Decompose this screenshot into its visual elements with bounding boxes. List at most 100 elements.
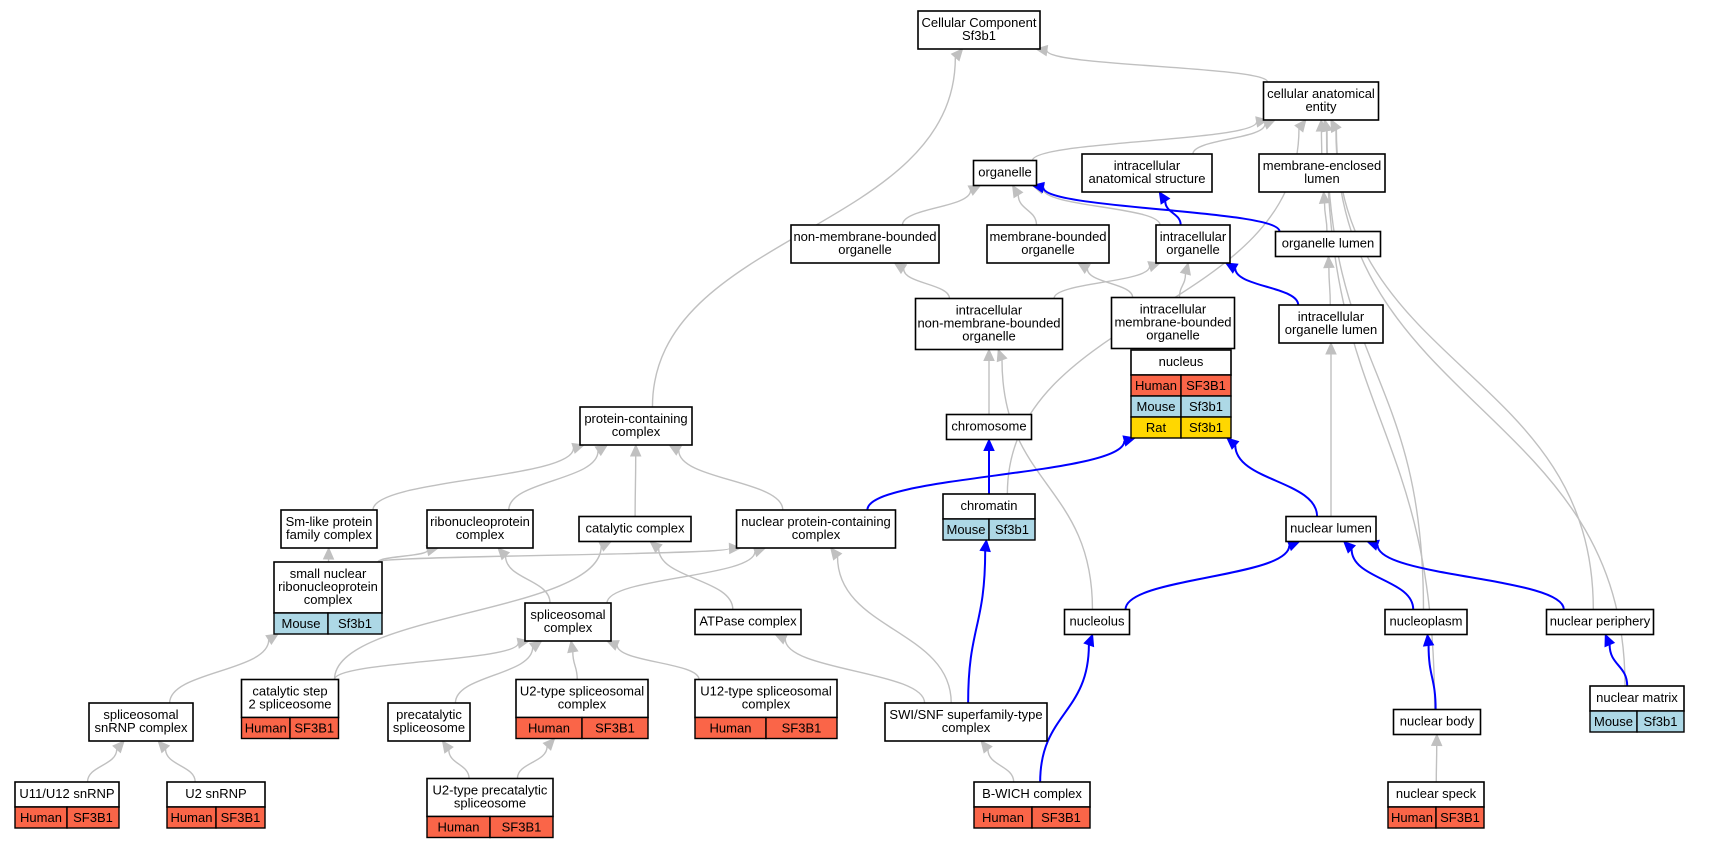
gene-symbol: SF3B1 — [1186, 378, 1226, 393]
go-term-nperiph[interactable]: nuclear periphery — [1545, 608, 1655, 636]
term-label: ribonucleoprotein — [278, 579, 378, 594]
edge-nucleoplasm-to-nlumen — [1342, 540, 1415, 610]
term-box — [1545, 608, 1655, 636]
term-box — [1063, 608, 1131, 636]
term-box — [387, 702, 471, 742]
gene-symbol: SF3B1 — [73, 810, 113, 825]
gene-cell — [1180, 416, 1232, 439]
term-label: non-membrane-bounded — [793, 229, 936, 244]
gene-symbol: Sf3b1 — [1189, 399, 1223, 414]
edge-u12t-to-splc — [605, 640, 700, 680]
edge-arrowhead — [1011, 184, 1024, 199]
go-term-ol[interactable]: organelle lumen — [1274, 230, 1382, 258]
term-label: nuclear matrix — [1596, 690, 1678, 705]
edge-atpase-to-cat — [649, 540, 734, 610]
gene-cell — [765, 716, 838, 740]
edge-arrowhead — [1083, 633, 1095, 648]
term-label: U11/U12 snRNP — [19, 786, 114, 801]
gene-symbol: SF3B1 — [221, 810, 261, 825]
go-term-chromosome[interactable]: chromosome — [945, 413, 1033, 441]
species-label: Mouse — [1136, 399, 1175, 414]
term-label: spliceosome — [393, 720, 465, 735]
go-term-atpase[interactable]: ATPase complex — [694, 608, 802, 636]
gene-symbol: SF3B1 — [1440, 810, 1480, 825]
edge-arrowhead — [441, 740, 454, 754]
term-box — [1384, 608, 1468, 636]
edge-cat-to-pcc — [629, 443, 642, 517]
go-term-snrnp[interactable]: small nuclearribonucleoproteincomplexMou… — [273, 561, 383, 635]
edge-iol-to-ol — [1323, 255, 1335, 306]
go-term-organelle[interactable]: organelle — [972, 159, 1038, 187]
go-term-nucleolus[interactable]: nucleolus — [1063, 608, 1131, 636]
species-label: Human — [710, 721, 752, 736]
go-term-nbody[interactable]: nuclear body — [1392, 708, 1482, 736]
term-label: intracellular — [1298, 309, 1365, 324]
gene-symbol: Sf3b1 — [995, 522, 1029, 537]
term-box — [280, 509, 378, 549]
edge-arrowhead — [1147, 261, 1162, 273]
term-box — [972, 159, 1038, 187]
edge-bwich-to-swisnf — [980, 740, 1015, 783]
edge-arrowhead — [1325, 341, 1337, 355]
edge-swisnf-to-npcc — [830, 547, 952, 704]
edge-line — [1335, 129, 1626, 687]
edge-line — [836, 556, 952, 704]
term-label: snRNP complex — [95, 720, 188, 735]
edge-arrowhead — [950, 48, 964, 62]
term-label: complex — [942, 720, 991, 735]
term-label: anatomical structure — [1088, 171, 1205, 186]
edge-arrowhead — [528, 640, 543, 653]
edge-line — [1164, 201, 1182, 226]
gene-cell — [489, 815, 554, 839]
go-term-inmbo[interactable]: intracellularnon-membrane-boundedorganel… — [914, 297, 1064, 351]
go-term-nlumen[interactable]: nuclear lumen — [1285, 515, 1377, 543]
go-term-nucleoplasm[interactable]: nucleoplasm — [1384, 608, 1468, 636]
edge-line — [1039, 644, 1090, 783]
term-label: complex — [612, 424, 661, 439]
term-label: Cellular Component — [922, 15, 1037, 30]
edge-arrowhead — [1294, 119, 1307, 133]
edge-line — [508, 450, 599, 511]
edge-arrowhead — [157, 740, 171, 754]
edge-inmbo-to-io — [1053, 261, 1162, 299]
go-term-cat[interactable]: catalytic complex — [578, 515, 692, 543]
edge-npcc-to-pcc — [668, 444, 784, 511]
edge-line — [504, 555, 551, 604]
edge-line — [784, 638, 926, 704]
term-box — [426, 777, 554, 818]
edge-arrowhead — [1226, 437, 1240, 450]
term-label: catalytic complex — [586, 521, 685, 536]
